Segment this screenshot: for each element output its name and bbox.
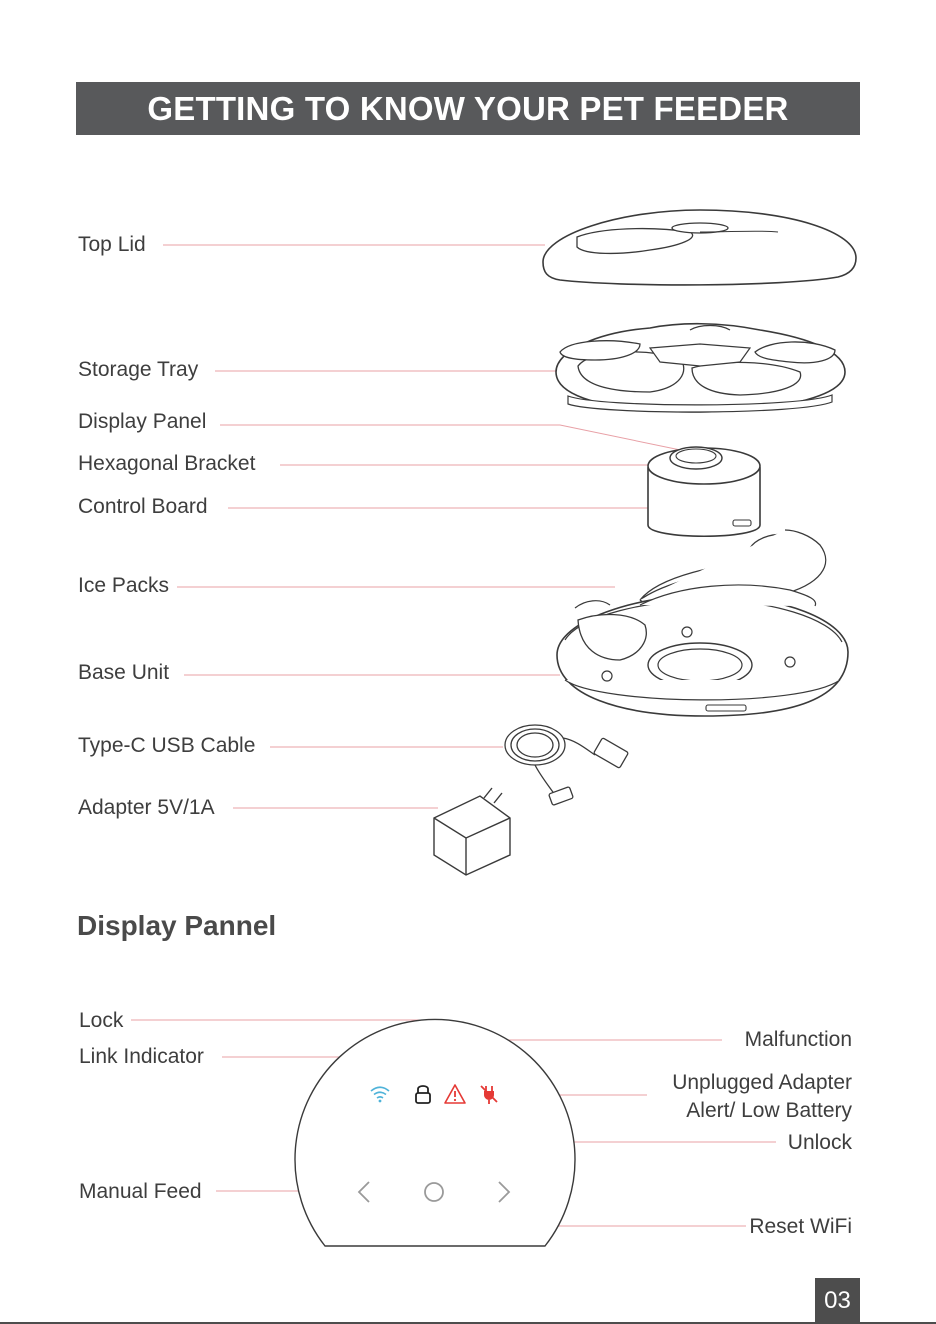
circle-button-icon[interactable] — [422, 1180, 446, 1204]
label-display-panel: Display Panel — [78, 411, 206, 432]
label-link-indicator: Link Indicator — [79, 1046, 204, 1067]
chevron-right-icon[interactable] — [494, 1180, 514, 1204]
label-top-lid: Top Lid — [78, 234, 146, 255]
warning-icon — [443, 1083, 467, 1105]
display-panel-circle — [295, 1019, 575, 1246]
label-unlock: Unlock — [788, 1132, 852, 1153]
label-adapter: Adapter 5V/1A — [78, 797, 215, 818]
adapter-shape — [434, 788, 510, 1049]
wifi-icon — [368, 1082, 392, 1106]
unplugged-icon — [477, 1082, 501, 1106]
label-usb-cable: Type-C USB Cable — [78, 735, 255, 756]
label-unplugged-adapter: Unplugged Adapter — [672, 1072, 852, 1093]
label-malfunction: Malfunction — [745, 1029, 852, 1050]
label-reset-wifi: Reset WiFi — [749, 1216, 852, 1237]
label-storage-tray: Storage Tray — [78, 359, 198, 380]
label-ice-packs: Ice Packs — [78, 575, 169, 596]
lock-icon — [412, 1082, 434, 1106]
usb-cable-shape — [505, 725, 628, 805]
label-control-board: Control Board — [78, 496, 208, 517]
chevron-left-icon[interactable] — [354, 1180, 374, 1204]
label-low-battery: Alert/ Low Battery — [686, 1100, 852, 1121]
display-panel-heading: Display Pannel — [77, 910, 276, 942]
feeder-parts — [434, 210, 856, 1049]
label-lock: Lock — [79, 1010, 123, 1031]
page-number: 03 — [815, 1278, 860, 1324]
label-hexagonal-bracket: Hexagonal Bracket — [78, 453, 255, 474]
label-manual-feed: Manual Feed — [79, 1181, 202, 1202]
label-base-unit: Base Unit — [78, 662, 169, 683]
page-number-text: 03 — [824, 1287, 851, 1315]
